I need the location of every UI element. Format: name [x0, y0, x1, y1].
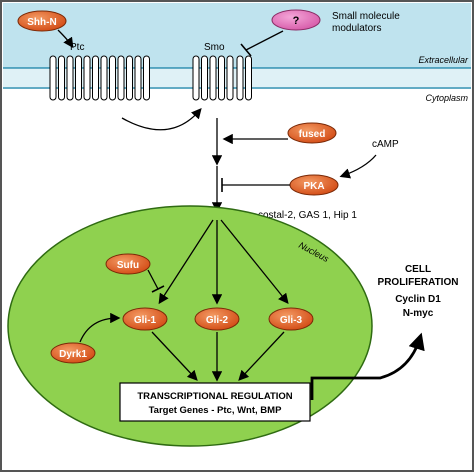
tr-subtitle: Target Genes - Ptc, Wnt, BMP	[149, 405, 283, 416]
camp-to-pka-arrow	[339, 154, 377, 179]
sufu-label: Sufu	[117, 260, 139, 271]
sufu-oval	[105, 253, 151, 275]
gli3-label: Gli-3	[280, 315, 303, 326]
proliferation-arrow	[310, 332, 425, 400]
question-label: ?	[293, 15, 300, 27]
fused-label: fused	[299, 129, 326, 140]
ptc-segment	[58, 55, 65, 101]
smo-label: Smo	[204, 42, 225, 53]
question-oval	[271, 9, 321, 31]
n-myc-label: N-myc	[403, 308, 434, 319]
ptc-segment	[100, 55, 108, 101]
small-molecule-label-line1: Small molecule	[332, 11, 400, 22]
ptc-label: Ptc	[70, 42, 84, 53]
dyrk1-label: Dyrk1	[59, 349, 87, 360]
small-molecule-label-line2: modulators	[332, 23, 381, 34]
gli3-oval	[268, 307, 314, 331]
smo-segment	[245, 55, 252, 101]
smo-segment	[201, 55, 208, 101]
gli1-label: Gli-1	[134, 315, 157, 326]
tr-title: TRANSCRIPTIONAL REGULATION	[137, 391, 292, 402]
ptc-segment	[117, 55, 125, 101]
arrow-to-gli1	[158, 219, 214, 305]
ptc-segment	[66, 55, 74, 101]
smo-receptor	[192, 55, 252, 101]
ptc-segment	[83, 55, 91, 101]
modulator-inhibit-line	[245, 30, 284, 51]
shh-to-ptc-arrow	[57, 29, 74, 49]
costal-label: costal-2, GAS 1, Hip 1	[258, 210, 357, 221]
ptc-segment	[92, 55, 99, 101]
gli2-label: Gli-2	[206, 315, 229, 326]
sufu-inhibit-line	[147, 269, 159, 290]
gli2-oval	[194, 307, 240, 331]
gli1-oval	[122, 307, 168, 331]
fused-oval	[287, 122, 337, 144]
smo-segment	[218, 55, 225, 101]
shh-n-label: Shh-N	[27, 17, 56, 28]
smo-segment	[236, 55, 244, 101]
cyclin-d1-label: Cyclin D1	[395, 294, 441, 305]
shh-n-oval	[17, 10, 67, 32]
camp-label: cAMP	[372, 139, 399, 150]
cytoplasm-label: Cytoplasm	[425, 93, 468, 103]
dyrk1-to-gli1-arrow	[79, 312, 121, 343]
ptc-segment	[49, 55, 57, 101]
smo-segment	[209, 55, 217, 101]
pka-label: PKA	[303, 181, 324, 192]
cell-proliferation-line2: PROLIFERATION	[378, 277, 459, 288]
ptc-segment	[126, 55, 133, 101]
gli1-to-tr-arrow	[151, 331, 198, 381]
ptc-receptor	[49, 55, 150, 101]
smo-segment	[192, 55, 200, 101]
ptc-smo-curve-arrow	[121, 108, 202, 131]
smo-segment	[226, 55, 234, 101]
gli3-to-tr-arrow	[238, 331, 285, 381]
transcriptional-regulation-box	[119, 382, 311, 422]
ptc-segment	[143, 55, 150, 101]
extracellular-label: Extracellular	[418, 55, 469, 65]
sufu-inhibit-bar	[151, 285, 165, 293]
cell-proliferation-line1: CELL	[405, 264, 431, 275]
ptc-segment	[134, 55, 142, 101]
modulator-inhibit-bar	[240, 43, 252, 57]
dyrk1-oval	[50, 342, 96, 364]
ptc-segment	[75, 55, 82, 101]
ptc-segment	[109, 55, 116, 101]
arrow-to-gli3	[220, 219, 289, 305]
